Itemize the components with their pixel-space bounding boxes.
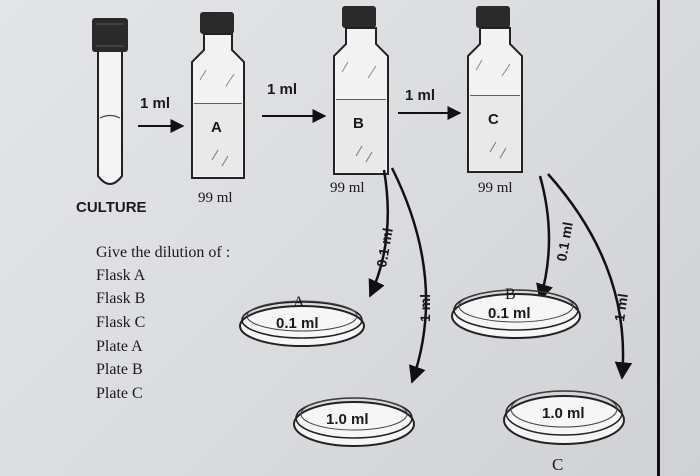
- plate-b-label: B: [505, 286, 516, 303]
- question-prompt: Give the dilution of :: [96, 244, 230, 261]
- flask-c-label: C: [488, 111, 499, 128]
- page-edge-line: [657, 0, 660, 476]
- plate-a-label: A: [293, 294, 305, 311]
- plate-c-label: C: [552, 455, 563, 474]
- transfer-label-2: 1 ml: [267, 81, 297, 98]
- plate-a-volume: 0.1 ml: [276, 315, 319, 332]
- plate-lower-b-volume: 1.0 ml: [326, 411, 369, 428]
- flask-c-volume: 99 ml: [478, 180, 513, 196]
- arrow-c-to-plate-b: [536, 175, 553, 302]
- arrow-b-to-plate-lower: [390, 167, 428, 384]
- question-item-plate-c: Plate C: [96, 385, 143, 402]
- arrow-b-large-label: 1 ml: [417, 294, 433, 322]
- culture-tube: [92, 18, 128, 185]
- plate-b: [451, 289, 581, 339]
- flask-a-label: A: [211, 119, 222, 136]
- plate-lower-b: [293, 397, 415, 447]
- question-item-flask-b: Flask B: [96, 290, 145, 307]
- question-item-plate-a: Plate A: [96, 338, 143, 355]
- flask-b-label: B: [353, 115, 364, 132]
- arrow-b-to-plate-a: [368, 169, 390, 298]
- culture-label: CULTURE: [76, 199, 147, 216]
- arrow-b-small-label: 0.1 ml: [373, 227, 396, 269]
- question-item-plate-b: Plate B: [96, 361, 143, 378]
- transfer-label-1: 1 ml: [140, 95, 170, 112]
- arrow-c-small-label: 0.1 ml: [553, 221, 576, 263]
- flask-a-volume: 99 ml: [198, 190, 233, 206]
- question-item-flask-a: Flask A: [96, 267, 146, 284]
- arrow-c-large-label: 1 ml: [611, 292, 631, 322]
- plate-b-volume: 0.1 ml: [488, 305, 531, 322]
- question-block: Give the dilution of : Flask A Flask B F…: [96, 244, 230, 402]
- flask-a: [191, 12, 245, 179]
- plate-a: [239, 300, 365, 347]
- transfer-label-3: 1 ml: [405, 87, 435, 104]
- flask-b: [333, 6, 389, 175]
- question-item-flask-c: Flask C: [96, 314, 145, 331]
- plate-c: [503, 390, 625, 445]
- flask-b-volume: 99 ml: [330, 180, 365, 196]
- arrow-c-to-plate-c: [547, 173, 633, 380]
- plate-c-volume: 1.0 ml: [542, 405, 585, 422]
- flask-c: [467, 6, 523, 173]
